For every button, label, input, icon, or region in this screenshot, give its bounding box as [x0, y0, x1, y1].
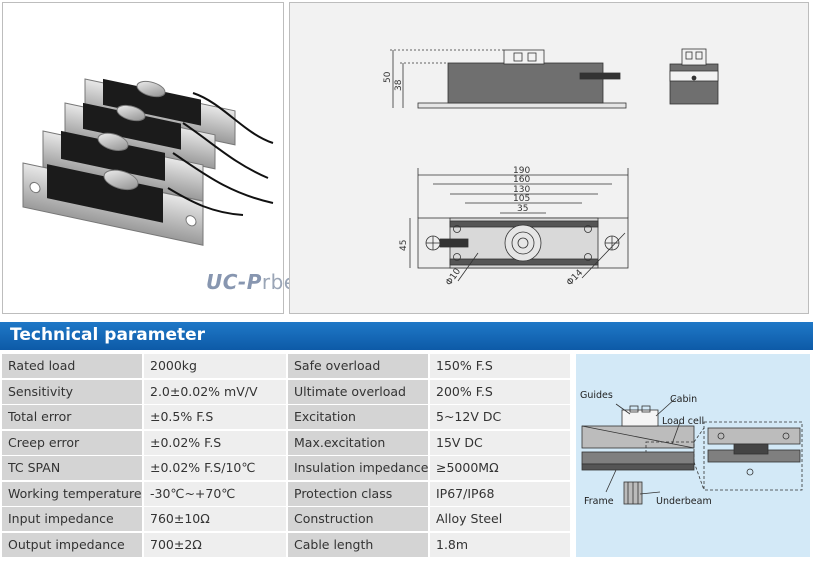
spec-value: ±0.02% F.S/10℃ — [144, 456, 286, 480]
spec-label: Protection class — [288, 481, 428, 506]
spec-value: 2.0±0.02% mV/V — [144, 379, 286, 404]
spec-label: TC SPAN — [2, 456, 142, 480]
dim-130: 130 — [513, 185, 530, 195]
section-title: Technical parameter — [10, 325, 206, 345]
spec-label: Cable length — [288, 532, 428, 557]
dim-height-38: 38 — [394, 79, 404, 91]
label-underbeam: Underbeam — [656, 496, 712, 507]
spec-value: 760±10Ω — [144, 507, 286, 531]
spec-label: Input impedance — [2, 507, 142, 531]
spec-label: Creep error — [2, 430, 142, 455]
installation-svg: Guides Cabin Load cell Frame Underbeam — [580, 390, 803, 507]
spec-label: Construction — [288, 507, 428, 531]
section-header: Technical parameter — [0, 322, 813, 350]
spec-label: Sensitivity — [2, 379, 142, 404]
end-view — [669, 48, 719, 105]
dim-height-50: 50 — [383, 71, 393, 83]
spec-value: ≥5000MΩ — [430, 456, 570, 480]
label-guides: Guides — [580, 390, 613, 401]
label-cabin: Cabin — [670, 394, 697, 405]
dim-45: 45 — [399, 240, 409, 251]
installation-diagram: Guides Cabin Load cell Frame Underbeam — [576, 354, 810, 557]
spec-value: -30℃~+70℃ — [144, 481, 286, 506]
dimension-drawings: 50 38 — [383, 48, 719, 288]
spec-value: 150% F.S — [430, 354, 570, 378]
label-load-cell: Load cell — [662, 416, 704, 427]
spec-value: 5~12V DC — [430, 405, 570, 429]
dim-190: 190 — [513, 166, 530, 176]
spec-value: 700±2Ω — [144, 532, 286, 557]
spec-label: Max.excitation — [288, 430, 428, 455]
side-view — [390, 49, 627, 109]
spec-value: 2000kg — [144, 354, 286, 378]
spec-label: Total error — [2, 405, 142, 429]
spec-label: Working temperature — [2, 481, 142, 506]
label-frame: Frame — [584, 496, 614, 507]
technical-drawing: 50 38 — [289, 2, 809, 314]
spec-value: ±0.5% F.S — [144, 405, 286, 429]
watermark-brand: UC-P — [206, 270, 262, 294]
product-photo — [2, 2, 284, 314]
dim-160: 160 — [513, 175, 530, 185]
spec-value: 1.8m — [430, 532, 570, 557]
dim-105: 105 — [513, 194, 530, 204]
dim-35: 35 — [517, 204, 528, 214]
spec-label: Ultimate overload — [288, 379, 428, 404]
spec-value: Alloy Steel — [430, 507, 570, 531]
spec-label: Output impedance — [2, 532, 142, 557]
spec-label: Insulation impedance — [288, 456, 428, 480]
spec-label: Excitation — [288, 405, 428, 429]
spec-value: 15V DC — [430, 430, 570, 455]
load-cell-photo — [22, 78, 274, 246]
top-view — [409, 168, 629, 282]
spec-value: IP67/IP68 — [430, 481, 570, 506]
spec-value: 200% F.S — [430, 379, 570, 404]
spec-value: ±0.02% F.S — [144, 430, 286, 455]
spec-label: Safe overload — [288, 354, 428, 378]
spec-label: Rated load — [2, 354, 142, 378]
